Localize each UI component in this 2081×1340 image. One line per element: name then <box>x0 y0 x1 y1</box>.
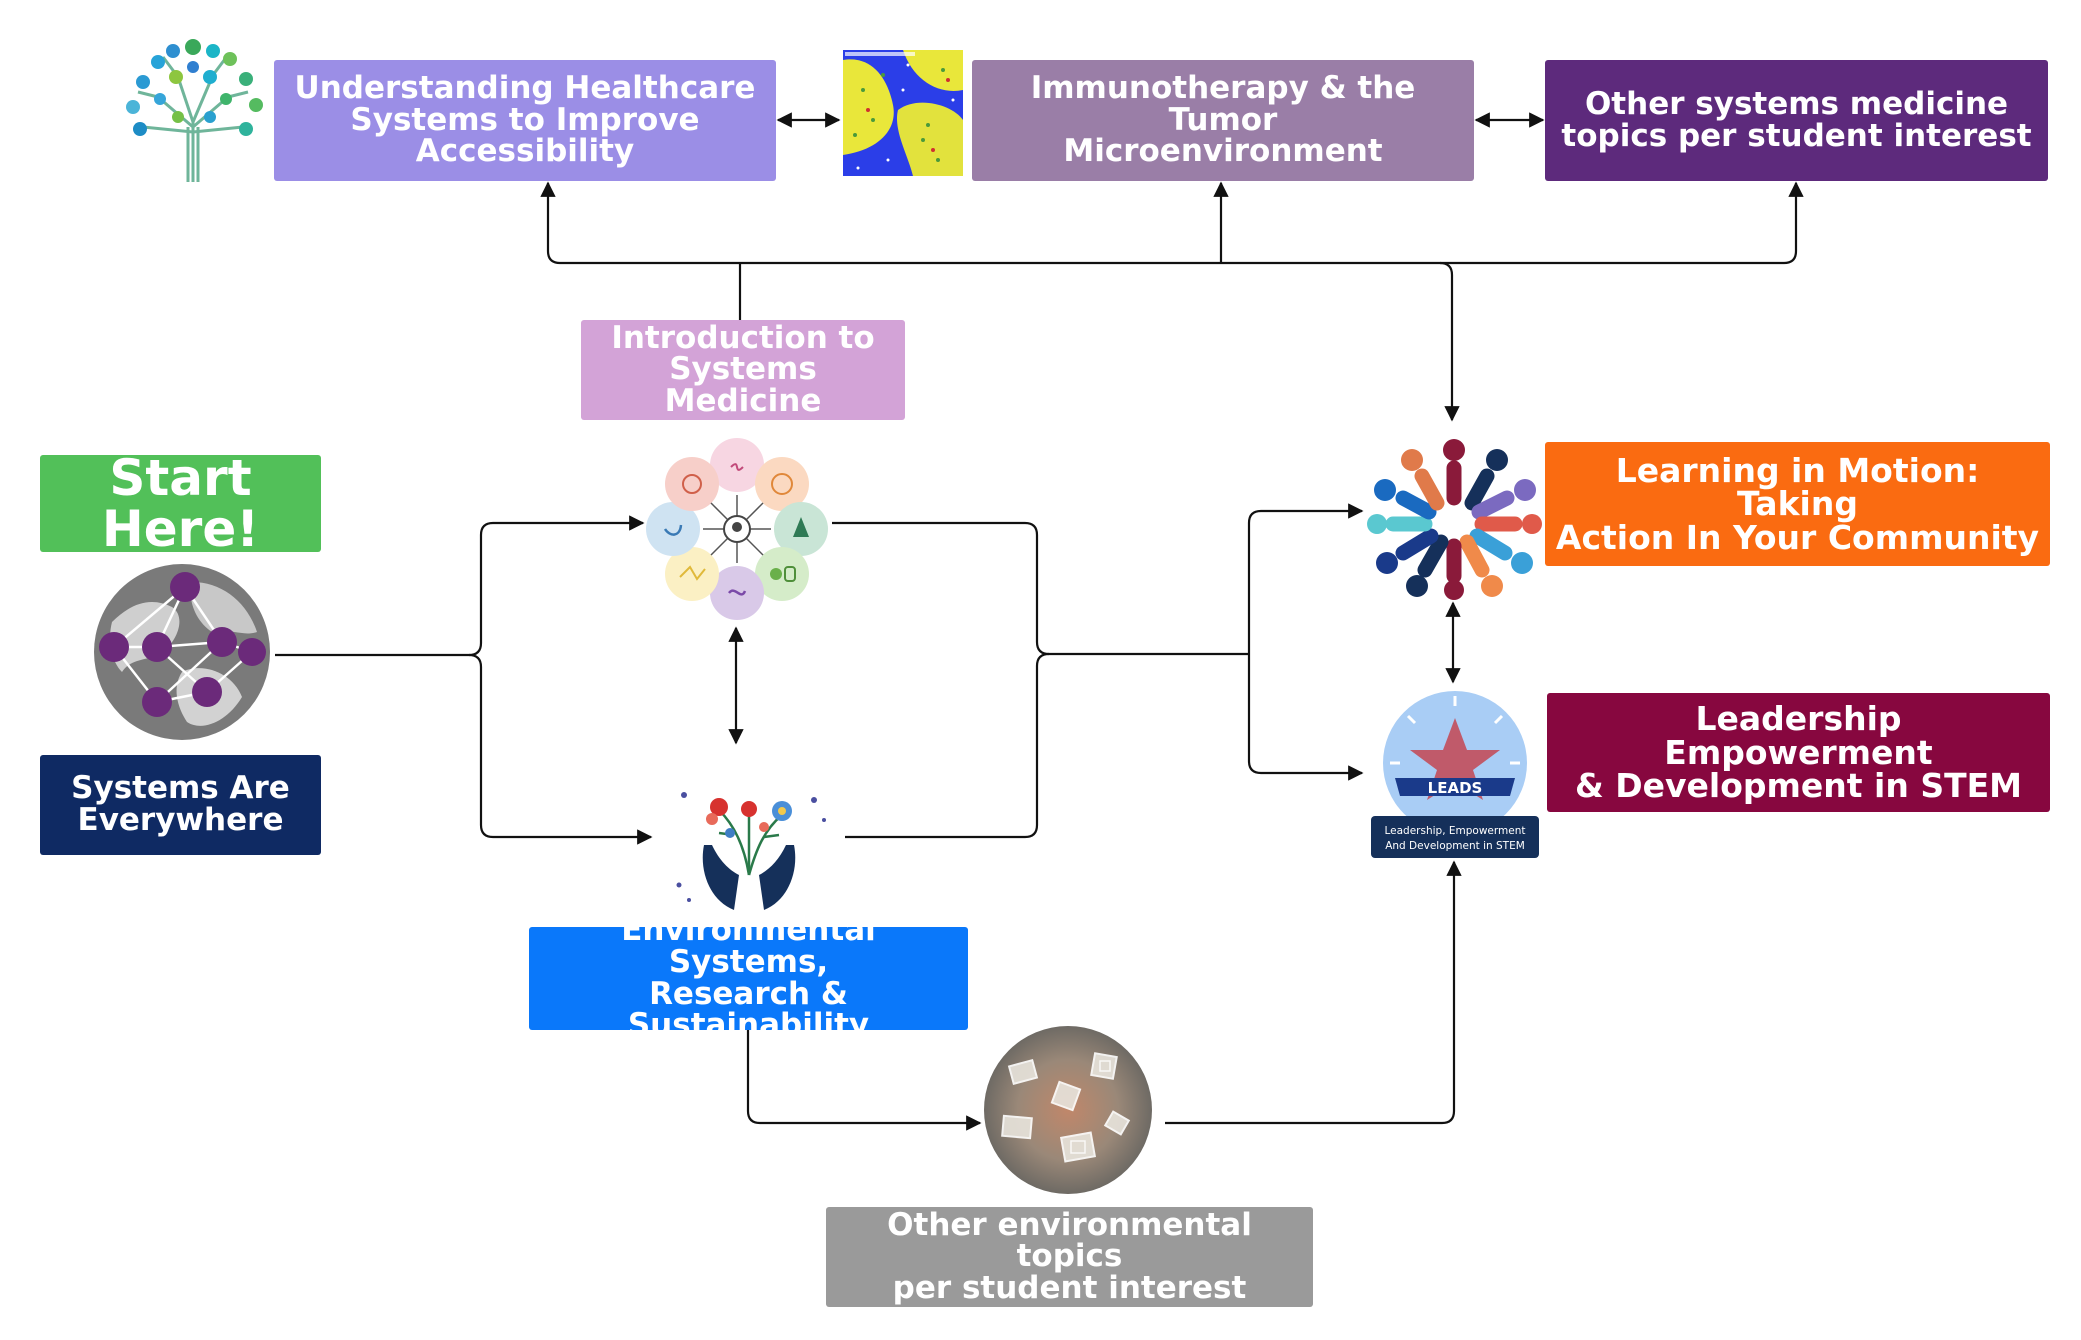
connector-wheel-right <box>832 521 1050 656</box>
community-circle-icon <box>1367 428 1542 600</box>
learning-in-motion-label: Learning in Motion: Taking Action In You… <box>1555 450 2040 557</box>
healthcare-tree-icon <box>118 37 268 182</box>
leads-logo: LEADS Leadership, Empowerment And Develo… <box>1370 688 1540 860</box>
environmental-box[interactable]: Environmental Systems, Research & Sustai… <box>529 914 968 1041</box>
leads-caption-line2: And Development in STEM <box>1385 840 1525 852</box>
learning-in-motion-box[interactable]: Learning in Motion: Taking Action In You… <box>1545 442 2050 566</box>
connector-crystals-leads <box>1165 860 1462 1125</box>
connector-bus-community <box>1439 261 1460 422</box>
other-environmental-label: Other environmental topics per student i… <box>887 1206 1252 1306</box>
intro-systems-medicine-box[interactable]: Introduction to Systems Medicine <box>581 320 905 420</box>
connector-bracket-to-hands <box>468 653 653 845</box>
connector-merge-to-leads <box>1247 654 1364 781</box>
connector-bus-other-medicine <box>1783 181 1804 265</box>
systems-everywhere-label: Systems Are Everywhere <box>71 770 290 838</box>
immunotherapy-label: Immunotherapy & the Tumor Microenvironme… <box>1030 70 1416 170</box>
other-medicine-box[interactable]: Other systems medicine topics per studen… <box>1545 60 2048 181</box>
leads-box[interactable]: Leadership Empowerment & Development in … <box>1547 693 2050 812</box>
connector-bus-healthcare <box>540 181 561 265</box>
immunotherapy-box[interactable]: Immunotherapy & the Tumor Microenvironme… <box>972 60 1474 181</box>
intro-systems-medicine-label: Introduction to Systems Medicine <box>611 319 875 419</box>
environmental-label: Environmental Systems, Research & Sustai… <box>621 912 876 1044</box>
leads-caption-line1: Leadership, Empowerment <box>1385 825 1526 837</box>
healthcare-systems-box[interactable]: Understanding Healthcare Systems to Impr… <box>274 60 776 181</box>
connector-bracket-to-wheel <box>468 515 645 657</box>
systems-medicine-wheel-icon <box>645 437 830 622</box>
other-environmental-box[interactable]: Other environmental topics per student i… <box>826 1207 1313 1307</box>
leads-badge-text: LEADS <box>1428 779 1483 797</box>
other-medicine-label: Other systems medicine topics per studen… <box>1561 85 2032 154</box>
crystals-microscope-image <box>983 1025 1153 1195</box>
healthcare-systems-label: Understanding Healthcare Systems to Impr… <box>294 70 756 170</box>
start-here-label: Start Here! <box>101 448 260 558</box>
tumor-microenvironment-image <box>843 50 963 176</box>
systems-everywhere-box[interactable]: Systems Are Everywhere <box>40 755 321 855</box>
connector-environmental-crystals <box>746 1030 982 1131</box>
leads-label: Leadership Empowerment & Development in … <box>1574 699 2022 806</box>
globe-network-icon <box>92 562 272 742</box>
connector-merge-to-community <box>1247 503 1364 654</box>
connector-hands-right <box>845 652 1050 839</box>
start-here-box[interactable]: Start Here! <box>40 448 321 558</box>
hands-flowers-icon <box>664 775 834 915</box>
